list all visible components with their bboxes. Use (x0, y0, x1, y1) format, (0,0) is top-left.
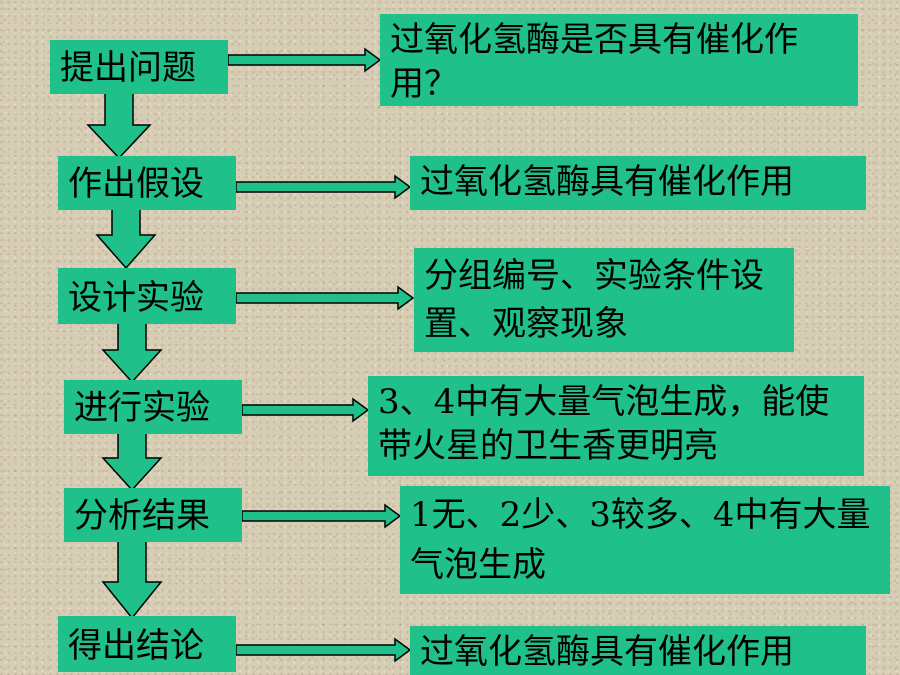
step-box-analysis: 分析结果 (64, 488, 242, 542)
step-label: 分析结果 (74, 496, 210, 536)
step-box-hypothesis: 作出假设 (58, 156, 236, 210)
result-box-conclusion: 过氧化氢酶具有催化作用 (410, 626, 866, 675)
step-box-experiment: 进行实验 (64, 380, 242, 434)
result-text: 1无、2少、3较多、4中有大量气泡生成 (410, 495, 871, 585)
down-arrow-1 (86, 87, 152, 160)
right-arrow-1 (227, 47, 382, 73)
step-label: 作出假设 (68, 164, 204, 204)
result-text: 过氧化氢酶具有催化作用 (420, 632, 794, 672)
result-box-hypothesis: 过氧化氢酶具有催化作用 (410, 156, 866, 210)
result-text: 分组编号、实验条件设置、观察现象 (424, 256, 764, 344)
step-box-conclusion: 得出结论 (58, 616, 236, 672)
result-box-question: 过氧化氢酶是否具有催化作用？ (380, 14, 858, 106)
right-arrow-2 (235, 174, 412, 200)
right-arrow-5 (241, 503, 402, 529)
down-arrow-4 (101, 429, 163, 492)
result-text: 3、4中有大量气泡生成，能使带火星的卫生香更明亮 (378, 382, 830, 466)
result-box-experiment: 3、4中有大量气泡生成，能使带火星的卫生香更明亮 (368, 376, 864, 476)
step-box-design: 设计实验 (58, 268, 236, 324)
right-arrow-6 (235, 637, 412, 663)
step-label: 设计实验 (68, 278, 204, 318)
result-box-design: 分组编号、实验条件设置、观察现象 (414, 248, 794, 352)
right-arrow-3 (235, 285, 415, 311)
result-text: 过氧化氢酶是否具有催化作用？ (390, 20, 798, 104)
step-label: 进行实验 (74, 388, 210, 428)
down-arrow-5 (101, 529, 163, 620)
result-text: 过氧化氢酶具有催化作用 (420, 162, 794, 202)
right-arrow-4 (241, 397, 370, 423)
step-label: 得出结论 (68, 626, 204, 666)
step-box-question: 提出问题 (50, 40, 228, 94)
step-label: 提出问题 (60, 48, 196, 88)
result-box-analysis: 1无、2少、3较多、4中有大量气泡生成 (400, 486, 890, 594)
down-arrow-3 (101, 321, 163, 384)
down-arrow-2 (95, 204, 157, 270)
